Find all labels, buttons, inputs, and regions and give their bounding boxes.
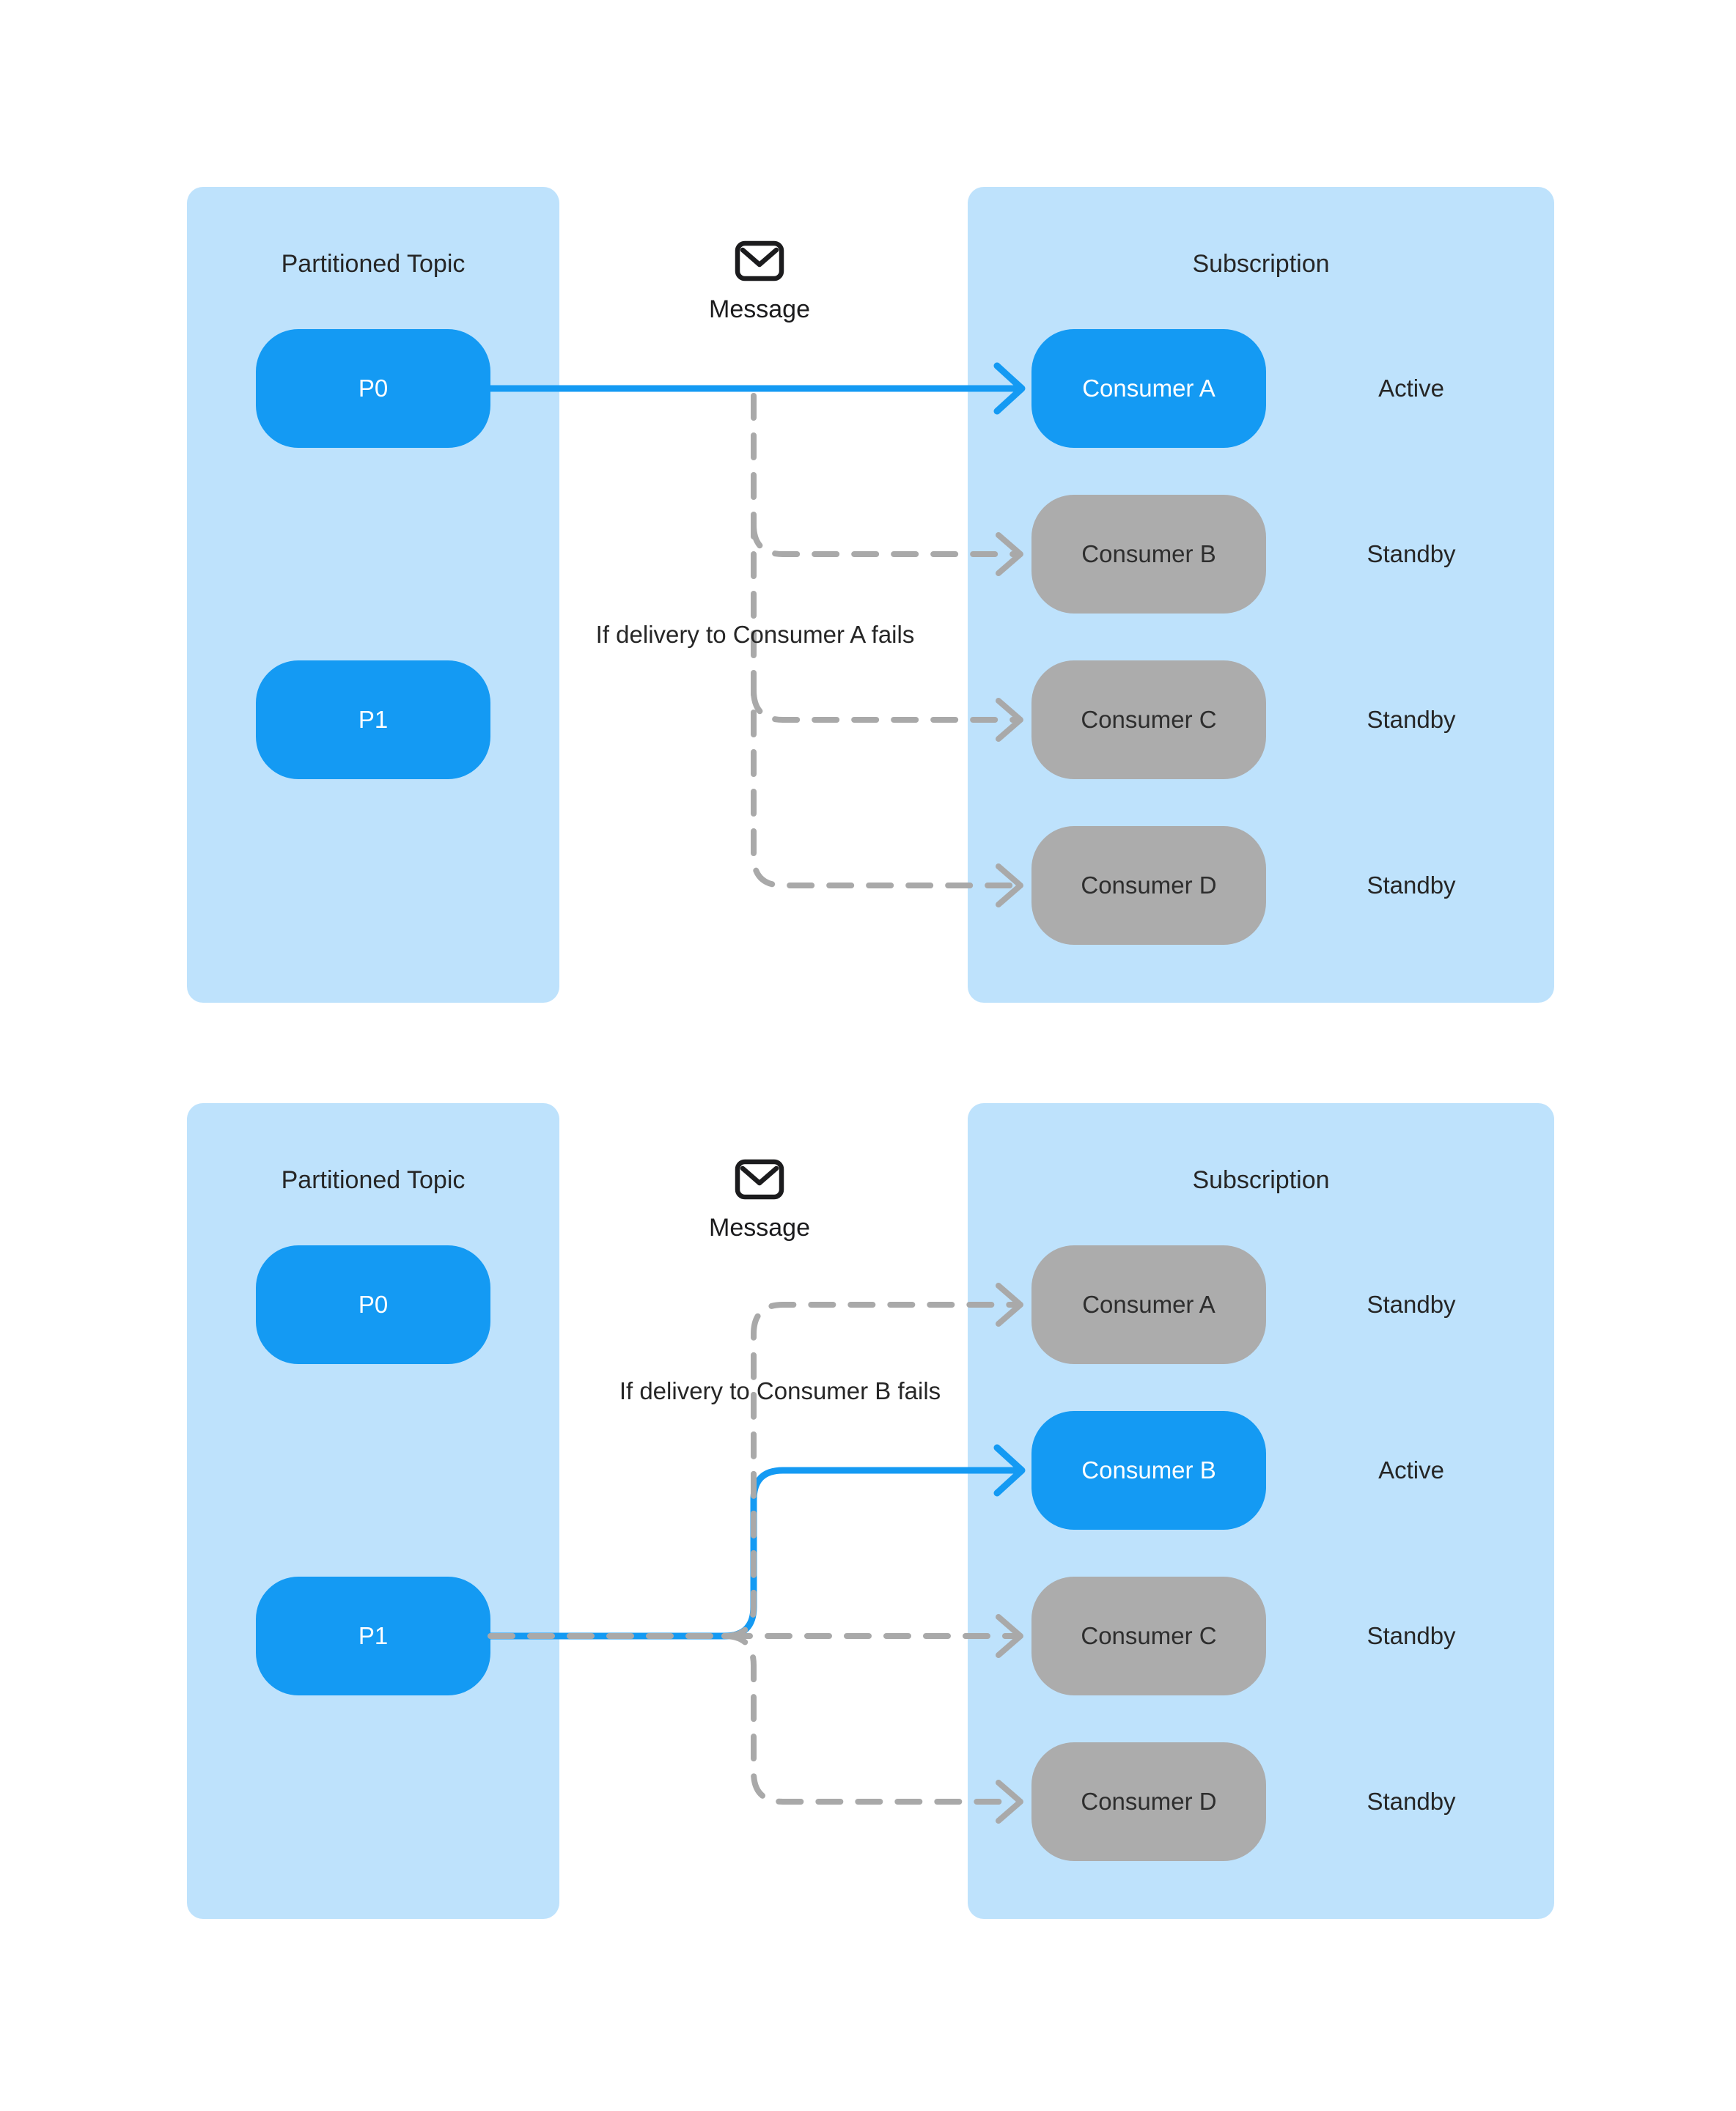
subscription-panel-bottom: Subscription Consumer A Standby Consumer…	[968, 1103, 1554, 1919]
consumer-c-status: Standby	[1367, 706, 1456, 733]
consumer-d-label: Consumer D	[1081, 872, 1217, 899]
consumer-a-label: Consumer A	[1082, 375, 1215, 402]
envelope-icon	[735, 240, 784, 281]
message-label: Message	[709, 1214, 810, 1242]
consumer-d-status: Standby	[1367, 872, 1456, 899]
consumer-a-node: Consumer A	[1031, 1245, 1266, 1364]
partitioned-topic-panel-top: Partitioned Topic P0 P1	[187, 187, 559, 1003]
consumer-b-label: Consumer B	[1081, 1456, 1216, 1484]
failover-condition-text: If delivery to Consumer A fails	[595, 621, 915, 648]
consumer-b-status: Active	[1378, 1456, 1444, 1484]
consumer-d-label: Consumer D	[1081, 1788, 1217, 1815]
partition-p1: P1	[256, 660, 490, 779]
consumer-d-node: Consumer D	[1031, 1742, 1266, 1861]
consumer-b-label: Consumer B	[1081, 540, 1216, 567]
subscription-title: Subscription	[1192, 250, 1330, 278]
consumer-b-status: Standby	[1367, 540, 1456, 567]
consumer-b-node: Consumer B	[1031, 495, 1266, 614]
consumer-c-label: Consumer C	[1081, 1622, 1217, 1649]
consumer-b-node: Consumer B	[1031, 1411, 1266, 1530]
partitioned-topic-title: Partitioned Topic	[281, 1166, 466, 1194]
consumer-d-status: Standby	[1367, 1788, 1456, 1815]
top-active-delivery-arrow	[487, 362, 1026, 415]
failover-condition-text: If delivery to Consumer B fails	[619, 1377, 941, 1404]
partition-p0-label: P0	[358, 1291, 389, 1318]
consumer-a-label: Consumer A	[1082, 1291, 1215, 1318]
consumer-a-node: Consumer A	[1031, 329, 1266, 448]
partition-p0-label: P0	[358, 375, 389, 402]
consumer-c-node: Consumer C	[1031, 660, 1266, 779]
consumer-c-node: Consumer C	[1031, 1577, 1266, 1695]
consumer-a-status: Active	[1378, 375, 1444, 402]
partition-p1-label: P1	[358, 706, 389, 733]
consumer-a-status: Standby	[1367, 1291, 1456, 1318]
message-label: Message	[709, 295, 810, 323]
consumer-c-status: Standby	[1367, 1622, 1456, 1649]
partition-p1: P1	[256, 1577, 490, 1695]
bottom-active-delivery-arrow	[487, 1444, 1026, 1640]
consumer-d-node: Consumer D	[1031, 826, 1266, 945]
subscription-panel-top: Subscription Consumer A Active Consumer …	[968, 187, 1554, 1003]
envelope-icon	[735, 1159, 784, 1200]
partitioned-topic-panel-bottom: Partitioned Topic P0 P1	[187, 1103, 559, 1919]
partition-p0: P0	[256, 329, 490, 448]
partition-p0: P0	[256, 1245, 490, 1364]
consumer-c-label: Consumer C	[1081, 706, 1217, 733]
bottom-failover-dashed-lines	[488, 1283, 1023, 1824]
partitioned-topic-title: Partitioned Topic	[281, 250, 466, 278]
partition-p1-label: P1	[358, 1622, 389, 1649]
subscription-title: Subscription	[1192, 1166, 1330, 1194]
